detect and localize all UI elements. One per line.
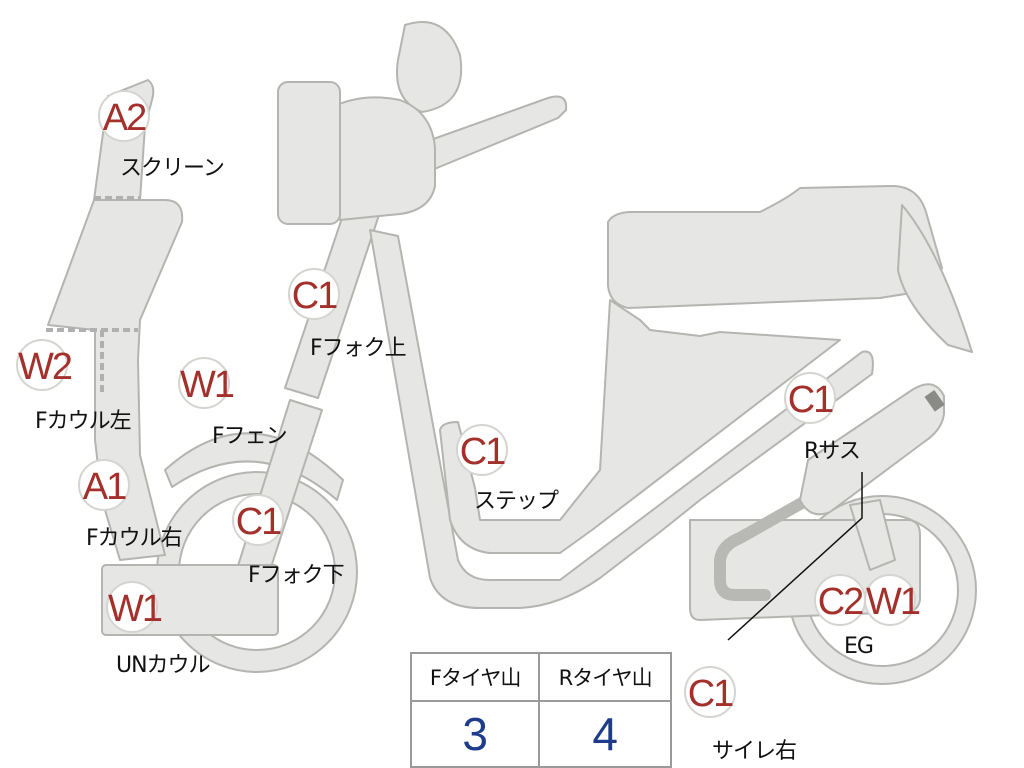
- frame-floor: [369, 229, 874, 609]
- screen-badge[interactable]: A2: [98, 90, 150, 142]
- engine-c-badge[interactable]: C2: [814, 574, 866, 626]
- engine-w-badge[interactable]: W1: [864, 574, 921, 626]
- muffler-badge[interactable]: C1: [684, 666, 736, 718]
- under-cowl-badge[interactable]: W1: [106, 581, 163, 633]
- rear-sus-badge[interactable]: C1: [784, 372, 836, 424]
- muffler-label: サイレ右: [712, 739, 797, 764]
- fork-upper-label: Fフォク上: [310, 336, 407, 361]
- tire-table-value-row: 3 4: [409, 700, 672, 768]
- rear-suspension: [799, 383, 945, 571]
- rear-sus-label: Rサス: [804, 439, 861, 464]
- tire-table-header-row: Fタイヤ山 Rタイヤ山: [409, 652, 672, 702]
- fender-badge[interactable]: W1: [178, 357, 235, 409]
- rear-tire-header: Rタイヤ山: [538, 652, 672, 702]
- cowl-left-label: Fカウル左: [35, 409, 132, 434]
- fork-lower-label: Fフォク下: [248, 563, 345, 588]
- cowl-left-badge[interactable]: W2: [16, 339, 73, 391]
- cowl-right-badge[interactable]: A1: [78, 459, 130, 511]
- rear-tire-value: 4: [538, 700, 672, 768]
- screen-label: スクリーン: [120, 156, 225, 181]
- muffler-leader-line: [727, 472, 863, 641]
- fender-label: Fフェン: [212, 424, 288, 449]
- front-tire-header: Fタイヤ山: [409, 652, 541, 702]
- cowl-right-label: Fカウル右: [86, 526, 183, 551]
- fork-lower-badge[interactable]: C1: [232, 494, 284, 546]
- front-tire-value: 3: [409, 700, 541, 768]
- dashed-guides: [46, 196, 140, 395]
- handlebar: [277, 20, 568, 225]
- under-cowl-label: UNカウル: [116, 653, 211, 678]
- seat: [607, 185, 973, 353]
- fork-upper-badge[interactable]: C1: [288, 268, 340, 320]
- tire-tread-table: Fタイヤ山 Rタイヤ山 3 4: [409, 652, 672, 768]
- engine-label: EG: [844, 634, 874, 659]
- step-floor: [439, 299, 841, 554]
- step-badge[interactable]: C1: [456, 424, 508, 476]
- step-label: ステップ: [474, 489, 559, 514]
